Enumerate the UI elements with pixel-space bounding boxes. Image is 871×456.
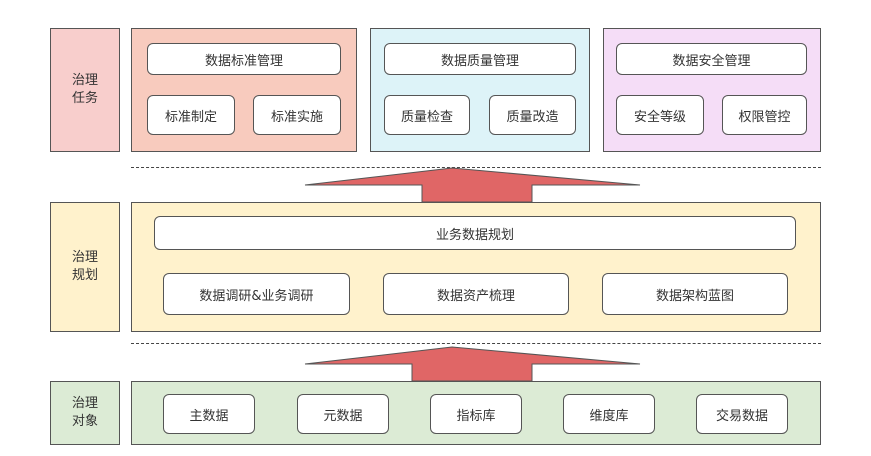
planning-label-line2: 规划	[71, 268, 98, 283]
security-item-level: 安全等级	[616, 95, 704, 135]
objects-row-label: 治理 对象	[50, 381, 120, 445]
objects-label-line1: 治理	[71, 396, 98, 411]
security-item-access: 权限管控	[722, 95, 807, 135]
tasks-label-line1: 治理	[71, 73, 98, 88]
tasks-label-line2: 任务	[71, 91, 98, 106]
standards-title: 数据标准管理	[147, 43, 341, 75]
separator-upper	[131, 167, 821, 168]
planning-row-label: 治理 规划	[50, 202, 120, 332]
planning-label-line1: 治理	[71, 250, 98, 265]
object-item-metadata: 元数据	[297, 394, 389, 434]
object-item-master-data: 主数据	[163, 394, 255, 434]
separator-lower	[131, 343, 821, 344]
planning-item-research: 数据调研&业务调研	[163, 273, 350, 315]
planning-item-assets: 数据资产梳理	[383, 273, 569, 315]
planning-item-blueprint: 数据架构蓝图	[602, 273, 788, 315]
security-title: 数据安全管理	[616, 43, 807, 75]
quality-item-check: 质量检查	[384, 95, 470, 135]
planning-header: 业务数据规划	[154, 216, 796, 250]
quality-title: 数据质量管理	[384, 43, 576, 75]
quality-item-improve: 质量改造	[489, 95, 576, 135]
standards-item-define: 标准制定	[147, 95, 235, 135]
object-item-dimension-library: 维度库	[563, 394, 655, 434]
object-item-metric-library: 指标库	[430, 394, 522, 434]
standards-item-implement: 标准实施	[253, 95, 341, 135]
tasks-row-label: 治理 任务	[50, 28, 120, 152]
objects-label-line2: 对象	[71, 414, 98, 429]
object-item-transaction-data: 交易数据	[696, 394, 788, 434]
